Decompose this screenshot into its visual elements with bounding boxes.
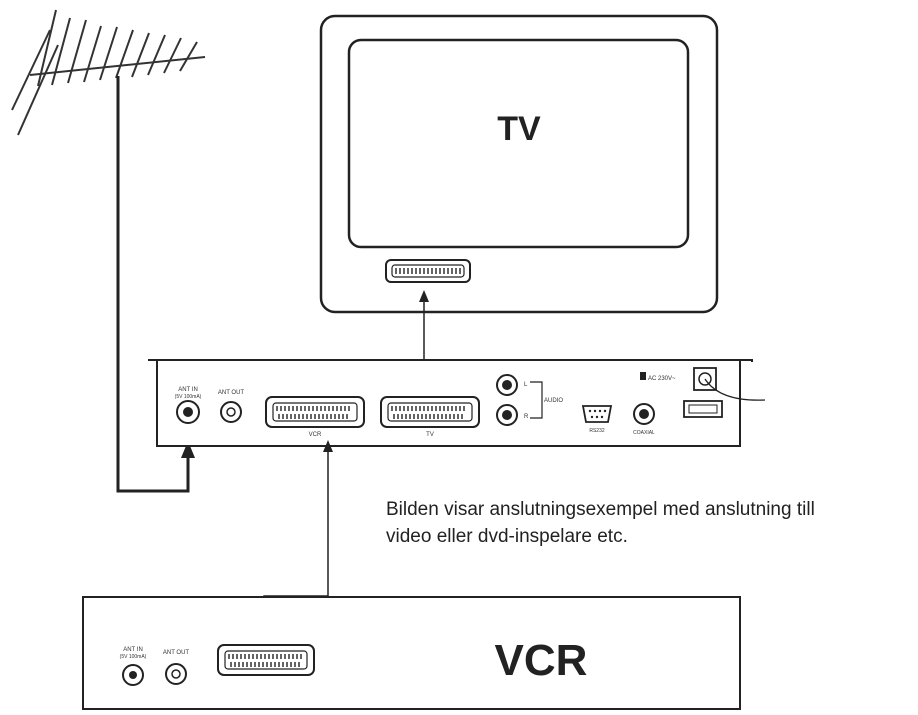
coaxial-label: COAXIAL	[633, 430, 655, 436]
antenna-cable	[116, 76, 190, 493]
audio-r-label: R	[524, 414, 529, 420]
vcr-ant-in-sub-label: (5V 100mA)	[120, 654, 147, 660]
receiver-box: ANT IN (5V 100mA) ANT OUT VCR TV	[148, 359, 766, 447]
rs232-connector	[581, 405, 613, 423]
vcr-ant-out-connector	[165, 663, 187, 685]
receiver-tv-scart-connector	[380, 396, 480, 428]
scart-cable-vcr-arrow	[323, 440, 333, 452]
tv-scart-label: TV	[426, 432, 434, 438]
rs232-label: RS232	[589, 428, 605, 434]
audio-l-label: L	[524, 382, 528, 388]
scart-cable-tv-arrow	[419, 290, 429, 302]
antenna-cable-arrow	[181, 441, 195, 458]
caption: Bilden visar anslutningsexempel med ansl…	[386, 496, 914, 550]
vcr-scart-label: VCR	[309, 432, 322, 438]
audio-label: AUDIO	[544, 398, 563, 404]
ant-out-connector	[220, 401, 242, 423]
tv-label: TV	[497, 110, 541, 148]
power-switch	[683, 400, 723, 418]
power-rating-label: AC 230V~	[648, 376, 676, 382]
antenna-icon	[11, 9, 206, 136]
vcr-scart-connector	[265, 396, 365, 428]
audio-connectors	[496, 374, 543, 426]
tv: TV	[319, 14, 719, 314]
ant-in-sub-label: (5V 100mA)	[175, 394, 202, 400]
ant-in-connector	[176, 400, 200, 424]
rating-icon	[640, 372, 646, 380]
tv-scart-connector	[385, 259, 471, 283]
ant-in-label: ANT IN	[178, 387, 198, 393]
vcr-label: VCR	[495, 636, 588, 685]
coaxial-connector	[633, 403, 655, 425]
vcr-ant-in-label: ANT IN	[123, 647, 143, 653]
vcr-ant-in-connector	[122, 664, 144, 686]
power-cord	[704, 378, 766, 401]
caption-line-1: Bilden visar anslutningsexempel med ansl…	[386, 499, 815, 520]
caption-line-2: video eller dvd-inspelare etc.	[386, 526, 628, 547]
ant-out-label: ANT OUT	[218, 390, 245, 396]
vcr: ANT IN (5V 100mA) ANT OUT VCR	[82, 596, 741, 710]
vcr-ant-out-label: ANT OUT	[163, 650, 190, 656]
vcr-scart-port	[217, 644, 315, 676]
